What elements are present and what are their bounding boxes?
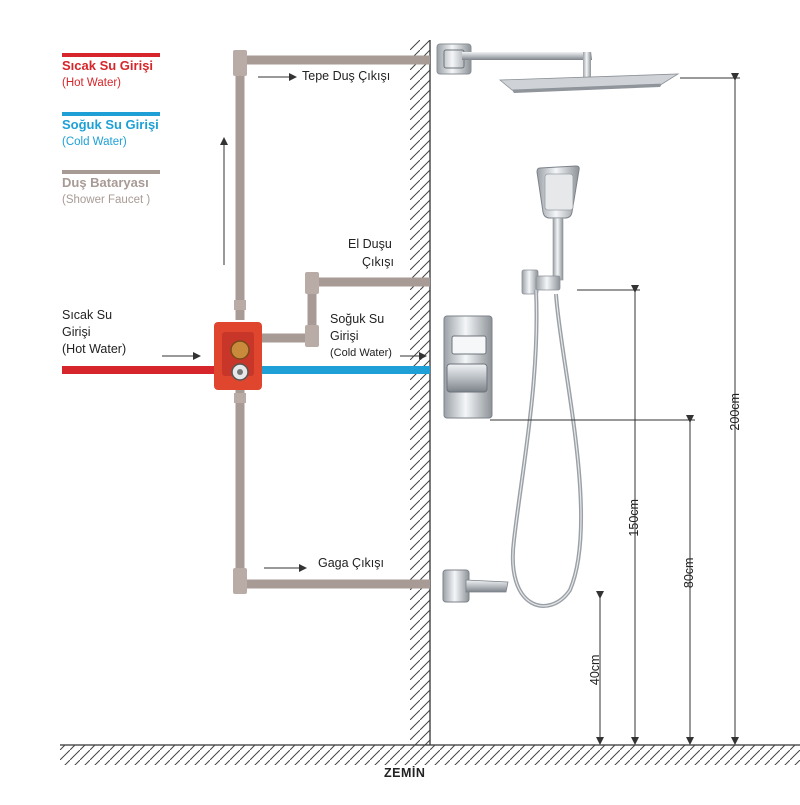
flow-arrows	[162, 73, 427, 572]
floor	[60, 744, 800, 765]
cold-inlet-pipe	[262, 366, 430, 374]
cold-inlet-label-line3: (Cold Water)	[330, 347, 392, 359]
pipe-joints	[233, 50, 319, 594]
legend-hot-bar	[62, 53, 160, 57]
cold-inlet-label-line1: Soğuk Su	[330, 312, 385, 326]
hand-shower-outlet-label-line2: Çıkışı	[362, 255, 394, 269]
shower-head-icon	[436, 43, 680, 93]
mixer-plate-icon	[443, 315, 493, 419]
dimension-40cm-label: 40cm	[588, 654, 603, 686]
dimension-200cm-label: 200cm	[728, 393, 743, 431]
legend-cold-subtitle: (Cold Water)	[62, 136, 127, 148]
legend-faucet-bar	[62, 170, 160, 174]
dimension-80cm-label: 80cm	[682, 557, 697, 589]
legend-hot-subtitle: (Hot Water)	[62, 77, 121, 89]
valve-box-icon	[214, 322, 262, 390]
spout-outlet-label: Gaga Çıkışı	[318, 556, 384, 570]
hot-inlet-label-line3: (Hot Water)	[62, 342, 127, 356]
spout-icon	[442, 569, 509, 603]
hand-shower-outlet-label-line1: El Duşu	[348, 237, 392, 251]
dimension-lines	[490, 73, 740, 745]
legend-cold-title: Soğuk Su Girişi	[62, 117, 159, 132]
dimension-150cm-label: 150cm	[627, 499, 642, 537]
legend-faucet-subtitle: (Shower Faucet )	[62, 194, 151, 206]
hot-inlet-pipe	[62, 366, 214, 374]
hot-inlet-label-line2: Girişi	[62, 325, 91, 339]
legend-faucet-title: Duş Bataryası	[62, 175, 149, 190]
hand-shower-icon	[521, 165, 580, 295]
legend-hot-title: Sıcak Su Girişi	[62, 58, 154, 73]
hose-icon	[510, 289, 584, 608]
top-shower-outlet-label: Tepe Duş Çıkışı	[302, 69, 391, 83]
cold-inlet-label-line2: Girişi	[330, 329, 359, 343]
wall	[410, 40, 431, 745]
hot-inlet-label-line1: Sıcak Su	[62, 308, 113, 322]
floor-label: ZEMİN	[384, 766, 426, 780]
legend-cold-bar	[62, 112, 160, 116]
